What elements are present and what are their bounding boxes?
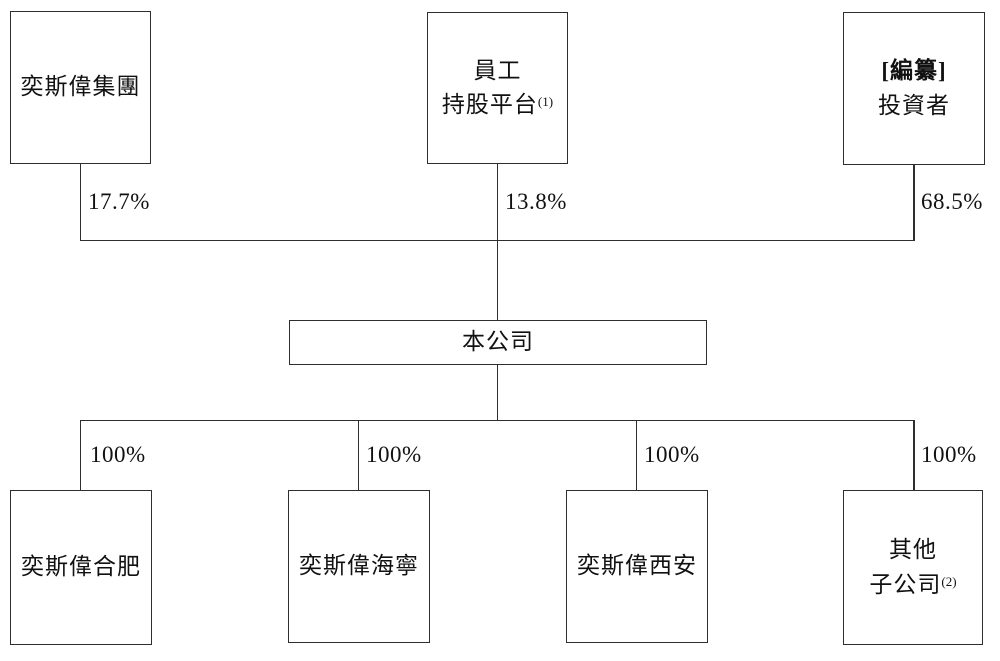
ownership-label-haining: 100% bbox=[366, 442, 422, 467]
node-label-line2: 子公司(2) bbox=[869, 571, 957, 597]
footnote-marker-1: (1) bbox=[537, 94, 554, 109]
connector-line bbox=[496, 364, 498, 421]
node-yisiwei-xian: 奕斯偉西安 bbox=[566, 490, 708, 643]
node-investors: [編纂] 投資者 bbox=[843, 12, 985, 165]
node-label: 奕斯偉西安 bbox=[577, 553, 697, 579]
footnote-marker-2: (2) bbox=[941, 573, 957, 589]
node-yisiwei-haining: 奕斯偉海寧 bbox=[288, 490, 430, 643]
node-label-line1: [編纂] bbox=[881, 58, 947, 83]
connector-line bbox=[496, 163, 498, 321]
node-label: 本公司 bbox=[462, 329, 534, 355]
node-label: 奕斯偉海寧 bbox=[299, 553, 419, 579]
connector-line bbox=[357, 419, 360, 491]
node-yisiwei-group: 奕斯偉集團 bbox=[10, 11, 151, 164]
node-employee-shareholding-platform: 員工 持股平台(1) bbox=[427, 12, 568, 164]
node-label: 奕斯偉集團 bbox=[20, 74, 141, 100]
ownership-label-xian: 100% bbox=[644, 442, 700, 467]
node-label-line2: 持股平台(1) bbox=[441, 92, 554, 117]
node-label-line1: 其他 bbox=[889, 537, 937, 562]
connector-line bbox=[79, 419, 915, 421]
ownership-label-hefei: 100% bbox=[90, 442, 146, 467]
connector-line bbox=[79, 419, 81, 491]
connector-line bbox=[79, 163, 81, 241]
ownership-label-other-subsidiaries: 100% bbox=[921, 442, 977, 467]
node-other-subsidiaries: 其他 子公司(2) bbox=[843, 490, 983, 645]
node-company: 本公司 bbox=[289, 320, 707, 365]
connector-line bbox=[913, 164, 915, 241]
node-label-line2: 投資者 bbox=[878, 92, 950, 118]
node-label-line1: 員工 bbox=[473, 57, 522, 83]
ownership-label-investors: 68.5% bbox=[921, 189, 983, 214]
node-label: 奕斯偉合肥 bbox=[21, 554, 141, 580]
ownership-label-employee-platform: 13.8% bbox=[505, 189, 567, 214]
connector-line bbox=[635, 419, 638, 491]
connector-line bbox=[913, 419, 915, 491]
connector-line bbox=[79, 239, 915, 241]
ownership-label-group: 17.7% bbox=[88, 189, 150, 214]
node-yisiwei-hefei: 奕斯偉合肥 bbox=[10, 490, 152, 645]
